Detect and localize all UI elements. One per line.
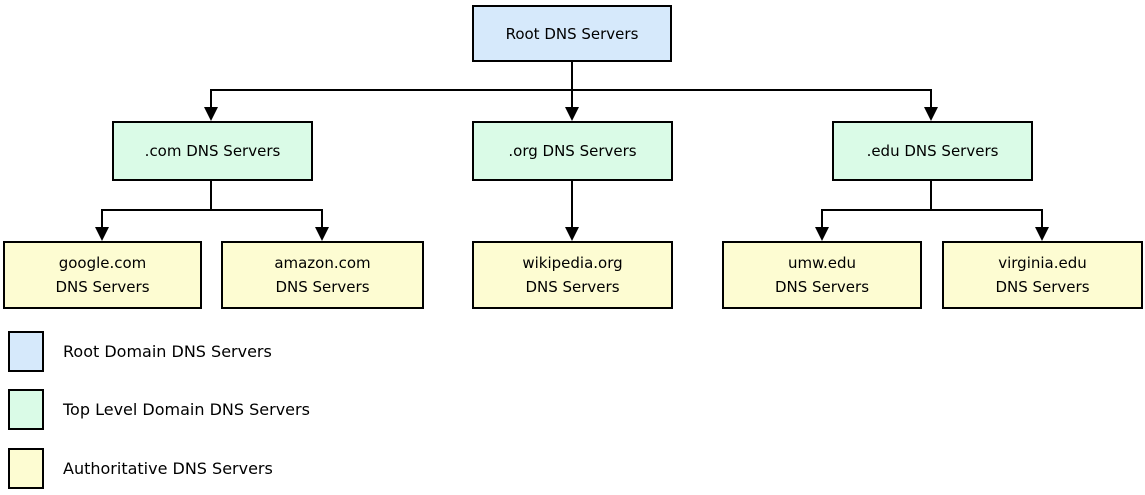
node-amazon-dns-servers: amazon.com DNS Servers <box>221 241 424 309</box>
node-google-dns-servers: google.com DNS Servers <box>3 241 202 309</box>
legend-label: Authoritative DNS Servers <box>63 459 273 478</box>
node-com-dns-servers: .com DNS Servers <box>112 121 313 181</box>
arrowhead <box>565 107 579 121</box>
legend-item-top-level-domain: Top Level Domain DNS Servers <box>8 389 310 430</box>
node-edu-dns-servers: .edu DNS Servers <box>832 121 1033 181</box>
legend-item-authoritative: Authoritative DNS Servers <box>8 448 273 489</box>
legend-swatch-authoritative <box>8 448 44 489</box>
node-label: .com DNS Servers <box>144 142 281 160</box>
legend-swatch-tld <box>8 389 44 430</box>
node-label-line1: umw.edu <box>787 254 857 272</box>
legend-swatch-root <box>8 331 44 372</box>
node-root-dns-servers: Root DNS Servers <box>472 5 672 62</box>
arrowhead <box>924 107 938 121</box>
node-wikipedia-dns-servers: wikipedia.org DNS Servers <box>472 241 673 309</box>
node-label-line2: DNS Servers <box>525 278 620 296</box>
edge-edu-to-children <box>815 181 1049 241</box>
edge-org-to-child <box>565 181 579 241</box>
node-label-line2: DNS Servers <box>995 278 1090 296</box>
node-label-line1: google.com <box>58 254 147 272</box>
legend-item-root-domain: Root Domain DNS Servers <box>8 331 272 372</box>
node-label-line1: wikipedia.org <box>522 254 623 272</box>
node-label-line1: amazon.com <box>274 254 371 272</box>
edge-root-to-tlds <box>204 62 938 121</box>
node-label-line2: DNS Servers <box>774 278 870 296</box>
node-virginia-dns-servers: virginia.edu DNS Servers <box>942 241 1143 309</box>
legend-label: Top Level Domain DNS Servers <box>63 400 310 419</box>
arrowhead <box>565 227 579 241</box>
arrowhead <box>315 227 329 241</box>
node-org-dns-servers: .org DNS Servers <box>472 121 673 181</box>
node-label: .edu DNS Servers <box>866 142 999 160</box>
node-label-line2: DNS Servers <box>275 278 370 296</box>
arrowhead <box>204 107 218 121</box>
arrowhead <box>95 227 109 241</box>
node-label: Root DNS Servers <box>505 24 639 43</box>
arrowhead <box>815 227 829 241</box>
legend-label: Root Domain DNS Servers <box>63 342 272 361</box>
node-umw-dns-servers: umw.edu DNS Servers <box>722 241 922 309</box>
node-label: .org DNS Servers <box>508 142 637 160</box>
node-label-line1: virginia.edu <box>998 254 1087 272</box>
edge-com-to-children <box>95 181 329 241</box>
node-label-line2: DNS Servers <box>55 278 150 296</box>
arrowhead <box>1035 227 1049 241</box>
